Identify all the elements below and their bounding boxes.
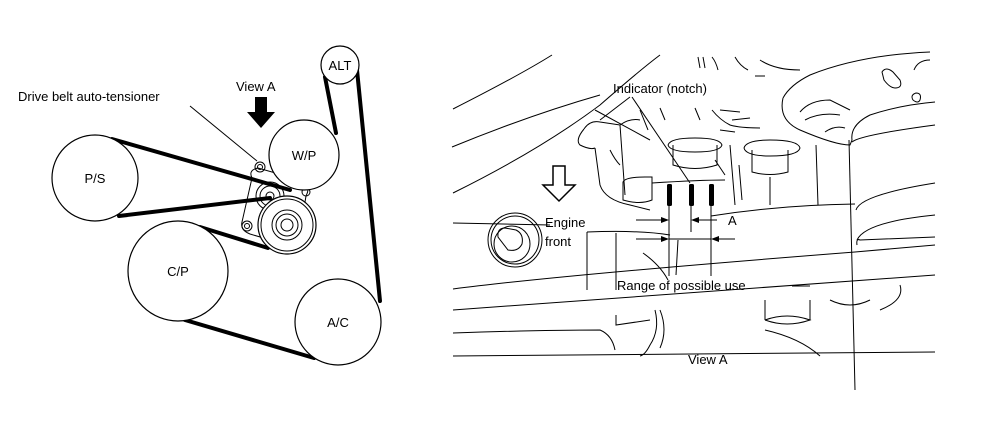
pulley-label-cp: C/P: [167, 264, 189, 279]
tensioner-housing: [577, 107, 819, 211]
belt-segment-cp-idler: [198, 225, 270, 250]
belt-routing-figure: ALT W/P P/S C/P A/C Drive belt auto-tens…: [18, 45, 382, 366]
engine-front-arrow-icon: [541, 165, 577, 203]
notch-right: [709, 184, 714, 206]
auto-tensioner-leader-line: [189, 105, 258, 162]
belt-segment-alt-ac: [355, 68, 382, 303]
engine-outline: [451, 51, 936, 391]
pulley-label-ps: P/S: [85, 171, 106, 186]
notch-center: [689, 184, 694, 206]
view-a-label: View A: [236, 79, 276, 94]
indicator-leader-1: [599, 96, 631, 121]
tensioner-bolt-top: [254, 161, 266, 173]
pulley-label-ac: A/C: [327, 315, 349, 330]
engine-front-label-line1: Engine: [545, 215, 585, 230]
view-a-figure: Engine front Indicator (notch) A: [451, 51, 936, 391]
view-a-caption: View A: [688, 352, 728, 367]
belt-segment-ac-cp: [183, 318, 316, 360]
pulley-cp: C/P: [127, 220, 229, 322]
indicator-notch-label: Indicator (notch): [613, 81, 707, 96]
range-of-possible-use-label: Range of possible use: [617, 278, 746, 293]
belt-segment-alt-wp: [323, 75, 338, 135]
engine-boss: [487, 212, 543, 268]
pulley-wp: W/P: [268, 119, 340, 191]
notch-left: [667, 184, 672, 206]
drive-belt: [110, 68, 382, 360]
pulley-ac: A/C: [294, 278, 382, 366]
range-dimension: [636, 236, 735, 242]
tensioner-bolt-left: [241, 220, 253, 232]
pulley-label-alt: ALT: [329, 58, 352, 73]
view-a-arrow-icon: [247, 97, 275, 128]
engine-front-label-line2: front: [545, 234, 571, 249]
indicator-notches: [667, 184, 714, 276]
belt-segment-ps-wp: [110, 137, 292, 192]
idler-pulley: [257, 195, 317, 255]
pulley-alt: ALT: [320, 45, 360, 85]
pulley-ps: P/S: [51, 134, 139, 222]
auto-tensioner-label: Drive belt auto-tensioner: [18, 89, 160, 104]
dimension-a-label: A: [728, 213, 737, 228]
pulley-label-wp: W/P: [292, 148, 317, 163]
dimension-a: A: [636, 213, 737, 228]
belt-segment-ps-idler: [117, 196, 272, 218]
indicator-leader-2: [631, 96, 691, 184]
